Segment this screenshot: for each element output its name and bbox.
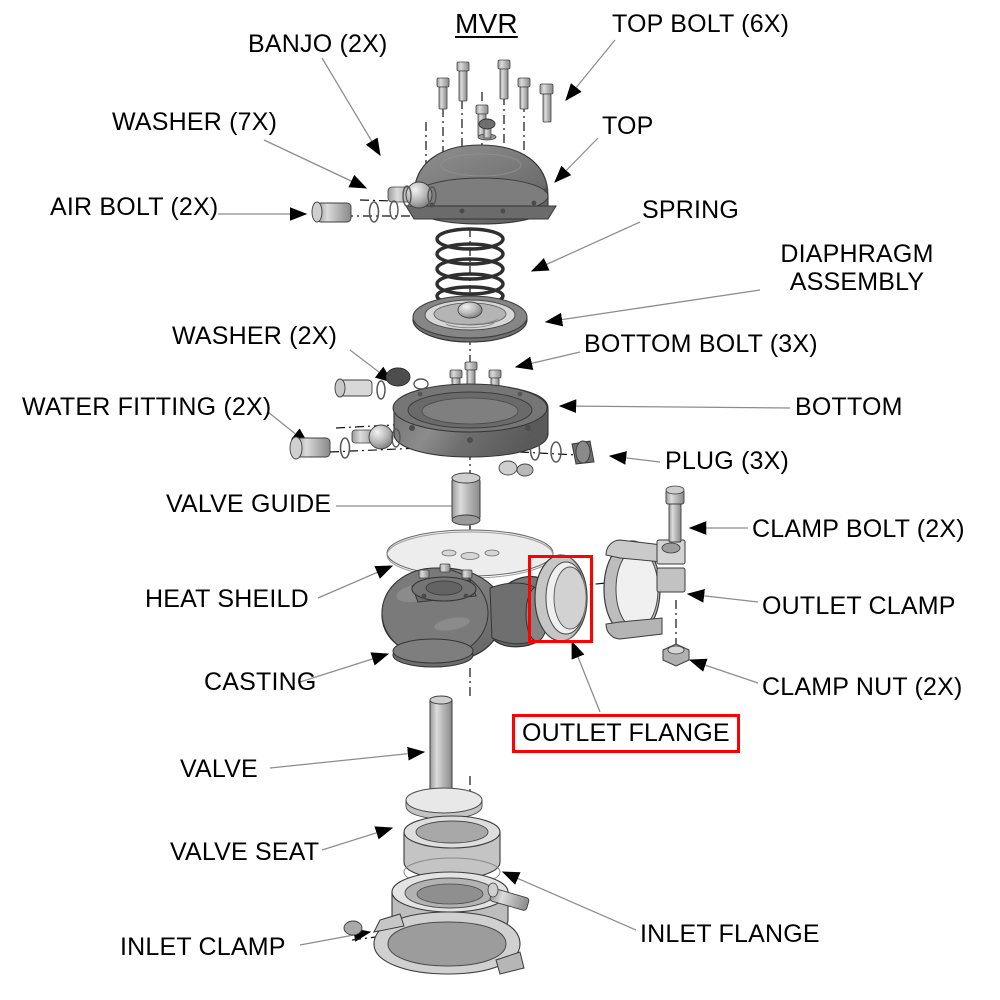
callout-label-plug: PLUG (3X) <box>665 447 790 475</box>
callout-label-heat-shield: HEAT SHEILD <box>145 585 309 613</box>
leader-lines <box>218 39 791 946</box>
callout-label-inlet-clamp: INLET CLAMP <box>120 933 286 961</box>
part-inlet-clamp <box>343 882 530 975</box>
part-valve <box>405 695 483 820</box>
callout-label-bottom-bolt: BOTTOM BOLT (3X) <box>584 330 818 358</box>
part-clamp-nuts <box>662 643 690 667</box>
part-valve-guide <box>451 472 481 526</box>
callout-label-inlet-flange: INLET FLANGE <box>640 920 820 948</box>
callout-label-top-bolt: TOP BOLT (6X) <box>612 10 790 38</box>
callout-label-water-fitting: WATER FITTING (2X) <box>22 393 272 421</box>
callout-label-outlet-clamp: OUTLET CLAMP <box>762 592 956 620</box>
part-top-cap <box>405 118 557 225</box>
part-spring <box>435 227 505 307</box>
callout-label-bottom: BOTTOM <box>795 393 903 421</box>
callout-label-valve-guide: VALVE GUIDE <box>166 490 332 518</box>
part-plugs <box>498 439 595 477</box>
part-top-bolts <box>436 59 554 137</box>
callout-label-washer2: WASHER (2X) <box>172 322 338 350</box>
callout-label-outlet-flange: OUTLET FLANGE <box>512 714 740 753</box>
part-clamp-bolts <box>665 485 685 543</box>
callout-label-diaphragm: DIAPHRAGM ASSEMBLY <box>780 240 934 296</box>
part-diaphragm-assembly <box>412 295 528 343</box>
part-water-fitting-cluster <box>289 378 401 460</box>
part-banjo-cluster <box>311 181 437 223</box>
callout-label-banjo: BANJO (2X) <box>248 30 388 58</box>
callout-label-clamp-nut: CLAMP NUT (2X) <box>762 673 963 701</box>
part-bottom-plate <box>385 367 549 458</box>
part-valve-seat <box>403 815 501 887</box>
callout-label-valve-seat: VALVE SEAT <box>170 838 320 866</box>
callout-label-valve: VALVE <box>180 755 258 783</box>
callout-label-spring: SPRING <box>642 196 740 224</box>
callout-label-air-bolt: AIR BOLT (2X) <box>50 193 219 221</box>
callout-label-casting: CASTING <box>204 668 317 696</box>
part-casting <box>381 563 549 668</box>
callout-label-top: TOP <box>602 112 654 140</box>
callout-label-title: MVR <box>455 8 518 39</box>
part-outlet-clamp <box>603 539 686 640</box>
callout-label-washer7: WASHER (7X) <box>112 108 278 136</box>
outlet-flange-highlight-box <box>528 555 593 643</box>
callout-label-clamp-bolt: CLAMP BOLT (2X) <box>752 515 965 543</box>
